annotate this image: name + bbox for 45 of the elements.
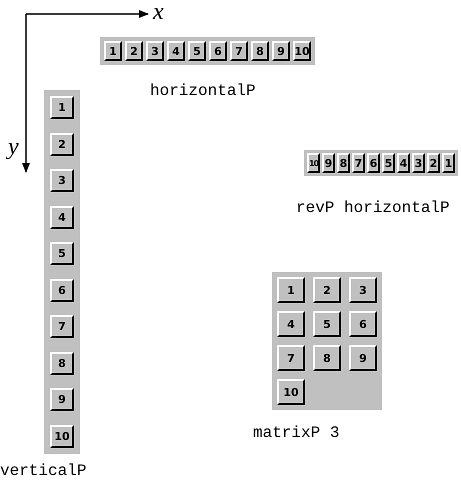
- number-button: 4: [277, 311, 305, 337]
- number-button: 2: [427, 153, 440, 173]
- number-button: 2: [50, 132, 74, 156]
- number-button: 7: [277, 345, 305, 371]
- number-button: 6: [349, 311, 377, 337]
- number-button: 7: [352, 153, 365, 173]
- number-button: 4: [50, 206, 74, 228]
- number-button: 2: [125, 41, 143, 61]
- number-button: 8: [251, 41, 269, 61]
- number-button: 9: [50, 388, 74, 411]
- number-button: 1: [50, 96, 74, 119]
- number-button: 9: [349, 345, 377, 371]
- panel-caption: matrixP 3: [253, 424, 340, 442]
- panel-caption: revP horizontalP: [296, 199, 450, 217]
- number-button: 6: [209, 41, 227, 61]
- number-button: 5: [382, 153, 395, 173]
- panel-caption: verticalP: [0, 462, 86, 480]
- number-button: 6: [367, 153, 380, 173]
- number-button: 10: [293, 41, 311, 61]
- axis-label: x: [153, 0, 164, 24]
- number-button: 9: [322, 153, 335, 173]
- number-button: 2: [313, 277, 341, 303]
- number-button: 5: [50, 242, 74, 265]
- number-button: 1: [442, 153, 455, 173]
- number-button: 3: [50, 169, 74, 192]
- number-button: 4: [397, 153, 410, 173]
- number-button: 3: [349, 277, 377, 303]
- axis-label: y: [8, 135, 19, 159]
- number-button: 10: [277, 379, 305, 405]
- number-button: 6: [50, 278, 74, 302]
- number-button: 4: [167, 41, 185, 61]
- number-button: 8: [313, 345, 341, 371]
- number-button: 3: [412, 153, 425, 173]
- number-button: 7: [50, 315, 74, 338]
- number-button: 7: [230, 41, 248, 61]
- number-button: 8: [337, 153, 350, 173]
- number-button: 5: [313, 311, 341, 337]
- number-button: 1: [277, 277, 305, 303]
- number-button: 9: [272, 41, 290, 61]
- panel-caption: horizontalP: [150, 82, 256, 100]
- number-button: 8: [50, 352, 74, 374]
- number-button: 5: [188, 41, 206, 61]
- number-button: 1: [104, 41, 122, 61]
- number-button: 3: [146, 41, 164, 61]
- number-button: 10: [50, 424, 74, 448]
